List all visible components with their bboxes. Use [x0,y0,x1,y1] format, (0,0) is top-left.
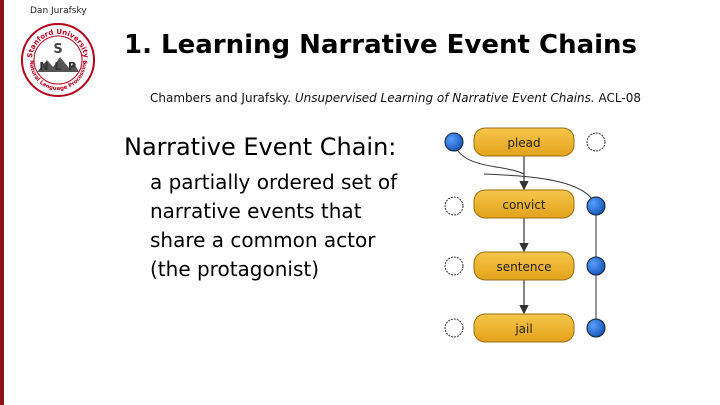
event-label: sentence [497,260,552,274]
object-branch-line [483,173,597,207]
logo-letter-p: P [68,60,76,73]
definition-heading: Narrative Event Chain: [124,133,396,161]
event-convict: convict [473,189,575,219]
stanford-nlp-logo-icon: Stanford University Natural Language Pro… [21,23,95,97]
event-label: plead [507,136,540,150]
subject-node-empty [444,196,464,216]
author-name: Dan Jurafsky [30,6,87,16]
event-jail: jail [473,313,575,343]
definition-text: a partially ordered set of narrative eve… [150,170,398,281]
object-node-empty [586,132,606,152]
subject-node-filled [444,132,464,152]
logo-letter-l: L [54,60,61,73]
narrative-chain-diagram: plead convict sentence jail [444,127,606,343]
heading-text: Narrative Event Chain [124,133,389,161]
subject-connector-line [453,143,525,175]
citation-venue: ACL-08 [594,91,641,105]
subject-node-empty [444,256,464,276]
object-node-filled [586,318,606,338]
slide-title: 1. Learning Narrative Event Chains [124,30,638,60]
event-plead: plead [473,127,575,157]
logo-letter-s: S [53,42,62,57]
event-sentence: sentence [473,251,575,281]
object-node-filled [586,256,606,276]
event-label: convict [502,198,546,212]
logo-letter-n: N [39,60,48,73]
object-node-filled [586,196,606,216]
event-label: jail [514,322,532,336]
citation-authors: Chambers and Jurafsky. [150,91,295,105]
subject-node-empty [444,318,464,338]
left-accent-bar [0,0,4,405]
citation-title: Unsupervised Learning of Narrative Event… [294,91,595,105]
citation: Chambers and Jurafsky. Unsupervised Lear… [150,91,641,105]
heading-colon: : [388,133,397,161]
